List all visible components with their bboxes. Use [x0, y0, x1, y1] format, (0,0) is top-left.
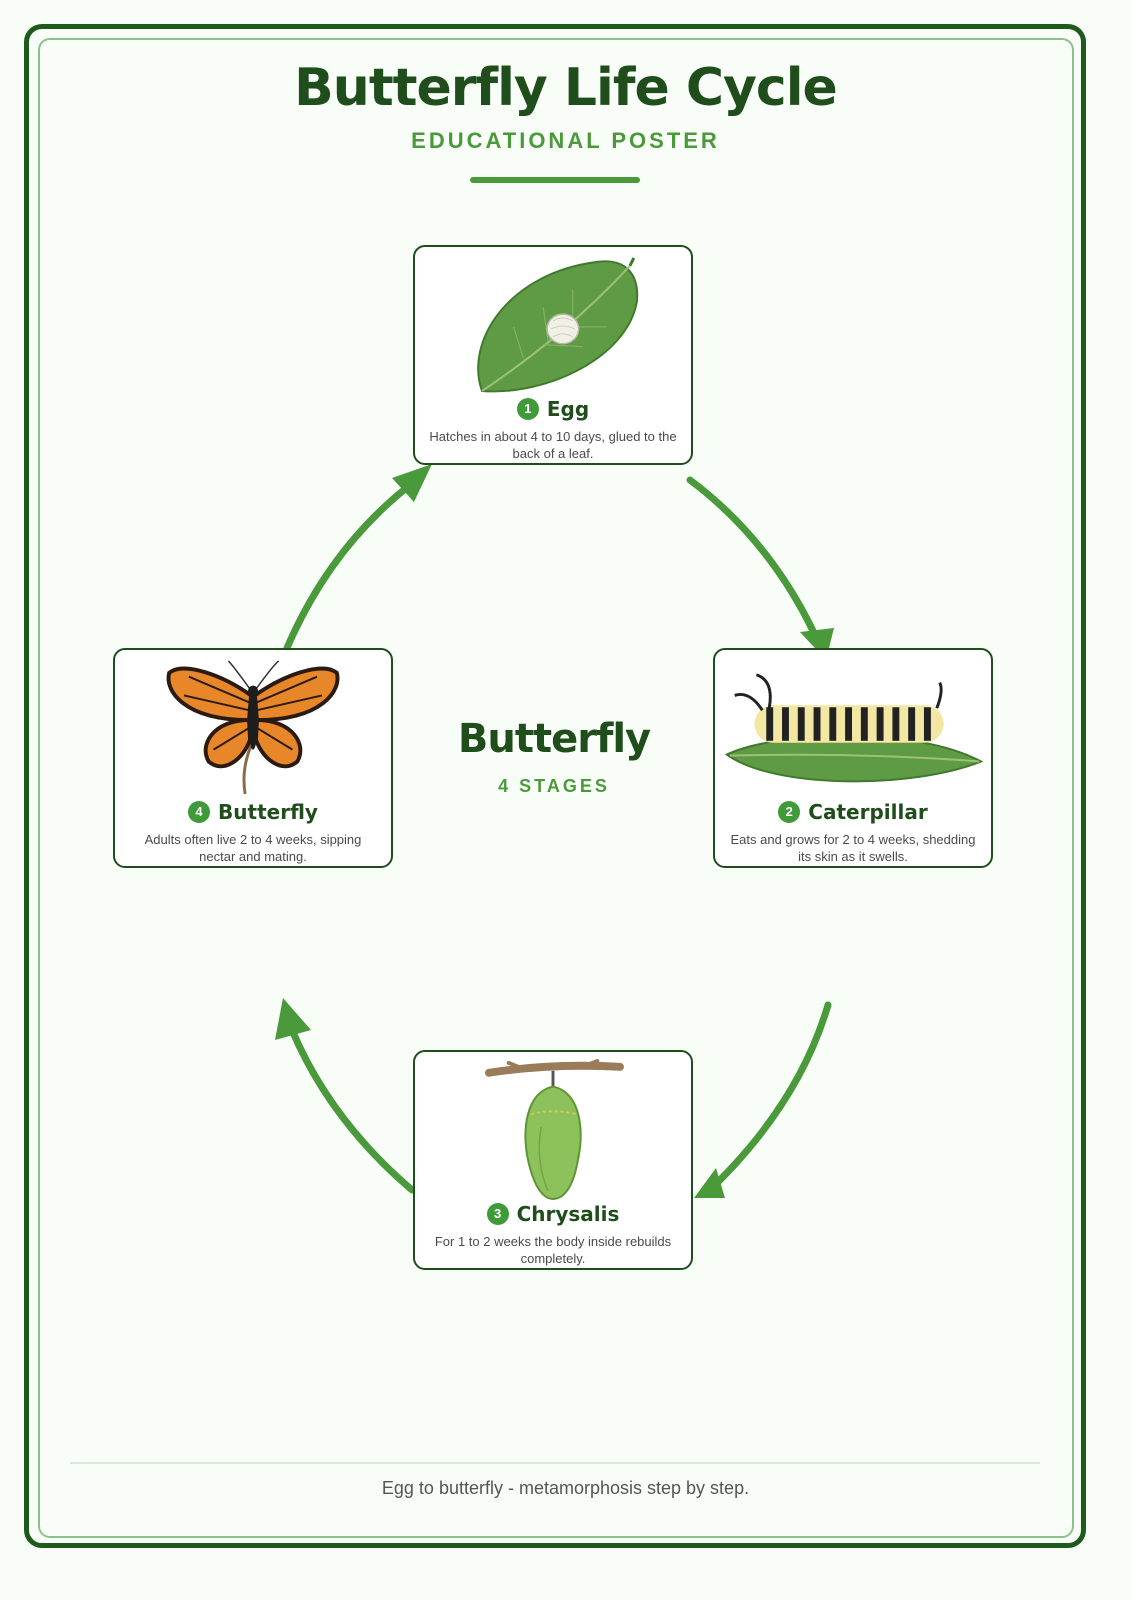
arrowhead-butterfly-to-egg [392, 464, 432, 502]
arrowhead-caterpillar-to-chrysalis [694, 1168, 725, 1198]
leaf-egg-icon [477, 257, 639, 393]
arrow-chrysalis-to-butterfly [288, 1026, 416, 1194]
stage-description: Eats and grows for 2 to 4 weeks, sheddin… [730, 832, 976, 864]
caterpillar-icon [724, 673, 984, 783]
stage-card-egg: 1 Egg Hatches in about 4 to 10 days, glu… [413, 245, 693, 465]
stage-number-badge: 1 [516, 398, 539, 420]
stage-number-badge: 3 [486, 1203, 509, 1225]
stage-name: Butterfly [218, 800, 318, 824]
poster-title: Butterfly Life Cycle [294, 58, 838, 118]
stage-card-caterpillar: 2 Caterpillar Eats and grows for 2 to 4 … [713, 648, 993, 868]
stage-name: Chrysalis [516, 1202, 620, 1226]
stage-description: Hatches in about 4 to 10 days, glued to … [429, 429, 677, 461]
stage-description: Adults often live 2 to 4 weeks, sipping … [144, 832, 362, 864]
chrysalis-icon [484, 1058, 624, 1200]
footer-caption: Egg to butterfly - metamorphosis step by… [381, 1478, 750, 1498]
arrow-butterfly-to-egg [283, 481, 414, 652]
stage-label-chrysalis: 3 Chrysalis [415, 1202, 691, 1226]
stage-description: For 1 to 2 weeks the body inside rebuild… [434, 1234, 672, 1266]
stage-card-chrysalis: 3 Chrysalis For 1 to 2 weeks the body in… [413, 1050, 693, 1270]
arrowhead-chrysalis-to-butterfly [275, 998, 311, 1040]
poster-inner-border [38, 38, 1074, 1538]
stage-name: Egg [546, 397, 590, 421]
stage-label-butterfly: 4 Butterfly [115, 800, 391, 824]
arrow-egg-to-caterpillar [686, 476, 819, 639]
center-title: Butterfly [457, 716, 651, 762]
center-subtitle: 4 STAGES [498, 776, 610, 796]
monarch-butterfly-icon [166, 660, 340, 795]
poster-subtitle: EDUCATIONAL POSTER [411, 128, 720, 153]
stage-label-caterpillar: 2 Caterpillar [715, 800, 991, 824]
stage-card-butterfly: 4 Butterfly Adults often live 2 to 4 wee… [113, 648, 393, 868]
arrow-caterpillar-to-chrysalis [714, 1001, 832, 1186]
title-underline [470, 177, 640, 183]
footer-divider [70, 1462, 1040, 1464]
stage-name: Caterpillar [808, 800, 928, 824]
stage-label-egg: 1 Egg [415, 397, 691, 421]
stage-number-badge: 2 [778, 801, 801, 823]
stage-number-badge: 4 [188, 801, 211, 823]
